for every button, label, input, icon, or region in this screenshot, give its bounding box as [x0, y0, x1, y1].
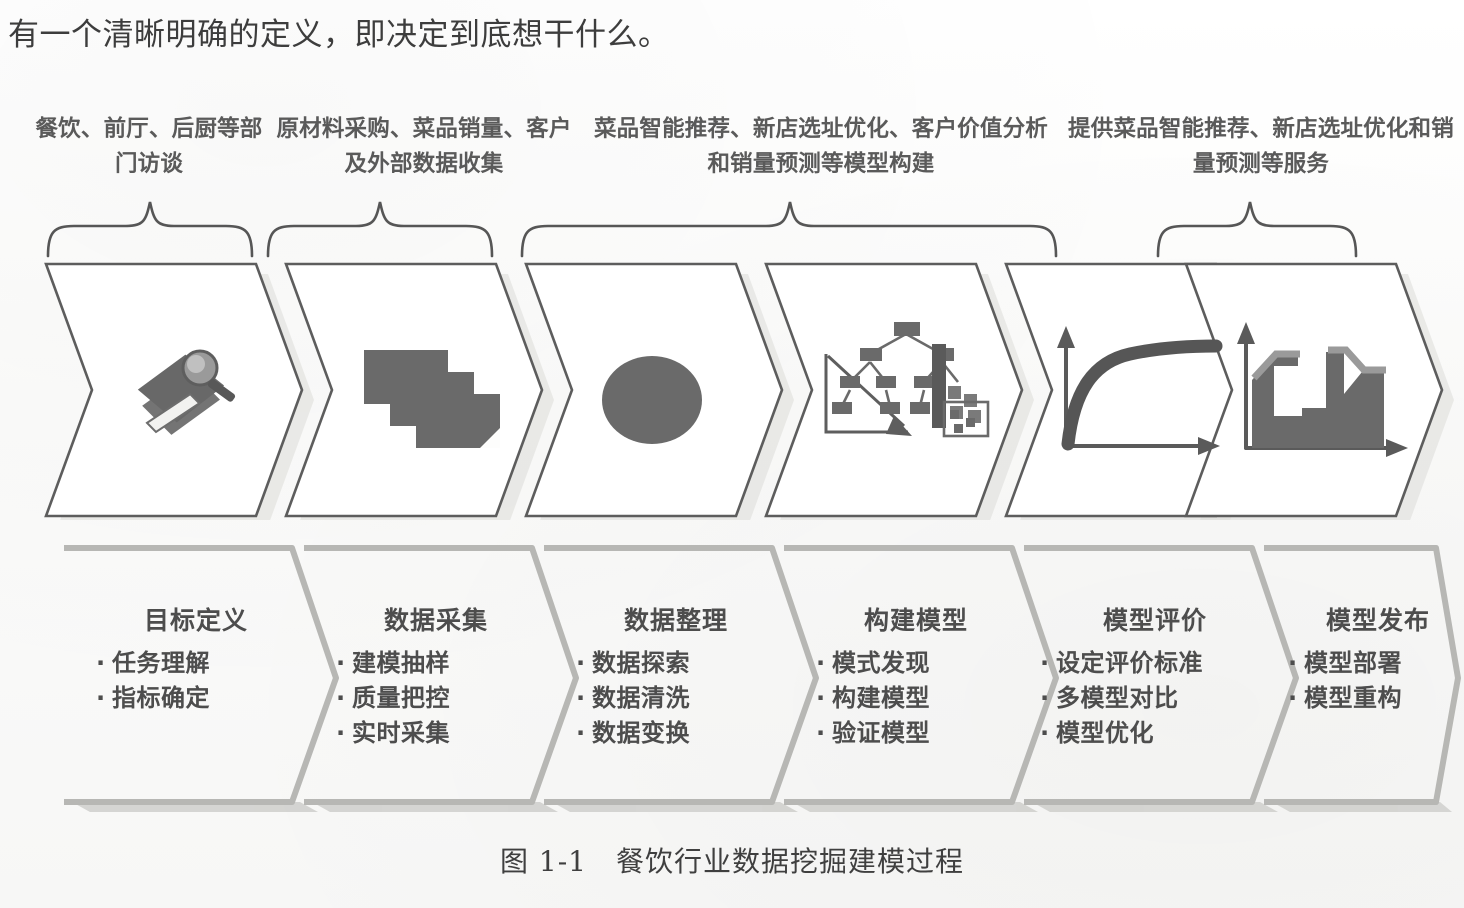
- stage-bullets-3: 数据探索 数据清洗 数据变换: [576, 646, 776, 751]
- chevron-stage-6: [1184, 262, 1444, 518]
- stage-title-3: 数据整理: [623, 606, 728, 635]
- annotation-services: 提供菜品智能推荐、新店选址优化和销量预测等服务: [1068, 116, 1454, 177]
- stage-bullet: 多模型对比: [1040, 681, 1270, 716]
- stage-title-5: 模型评价: [1102, 606, 1207, 635]
- stage-bullet: 数据清洗: [576, 681, 776, 716]
- stage-bullet: 任务理解: [96, 646, 296, 681]
- bar-area-chart-icon: [1237, 322, 1408, 457]
- stage-bullet: 构建模型: [816, 681, 1016, 716]
- brace-services: [1156, 201, 1358, 258]
- brace-data-collection: [266, 201, 494, 258]
- brace-interviews: [46, 201, 254, 258]
- stage-title-1: 目标定义: [143, 606, 248, 635]
- stage-detail-row: 目标定义 任务理解 指标确定 数据采集 建模抽样 质量把控 实时采集 数据整理 …: [0, 536, 1464, 826]
- stage-bullet: 验证模型: [816, 716, 1016, 751]
- intro-paragraph: 有一个清晰明确的定义，即决定到底想干什么。: [8, 17, 670, 53]
- stage-block-6: 模型发布 模型部署 模型重构: [1288, 604, 1464, 716]
- stage-bullet: 模型部署: [1288, 646, 1464, 681]
- chevron-stage-4: [764, 262, 1024, 518]
- stage-bullets-1: 任务理解 指标确定: [96, 646, 296, 716]
- books-magnifier-icon: [137, 349, 236, 435]
- stage-title-2: 数据采集: [383, 606, 488, 635]
- annotation-labels: 餐饮、前厅、后厨等部门访谈 原材料采购、菜品销量、客户及外部数据收集 菜品智能推…: [0, 112, 1464, 196]
- process-chevron-row: [0, 258, 1464, 520]
- stage-bullets-4: 模式发现 构建模型 验证模型: [816, 646, 1016, 751]
- stage-bullets-2: 建模抽样 质量把控 实时采集: [336, 646, 536, 751]
- figure-caption: 图 1-1 餐饮行业数据挖掘建模过程: [500, 845, 964, 878]
- decision-tree-chart-icon: [824, 322, 990, 438]
- stage-bullet: 指标确定: [96, 681, 296, 716]
- stage-block-5: 模型评价 设定评价标准 多模型对比 模型优化: [1040, 604, 1270, 751]
- rising-curve-chart-icon: [1057, 326, 1223, 455]
- ellipse-icon: [602, 356, 702, 444]
- stage-block-1: 目标定义 任务理解 指标确定: [96, 604, 296, 716]
- stage-bullet: 模式发现: [816, 646, 1016, 681]
- annotation-interviews: 餐饮、前厅、后厨等部门访谈: [35, 116, 263, 177]
- stage-bullets-6: 模型部署 模型重构: [1288, 646, 1464, 716]
- annotation-data-collection: 原材料采购、菜品销量、客户及外部数据收集: [276, 116, 572, 177]
- brace-modeling: [520, 201, 1058, 258]
- stage-block-3: 数据整理 数据探索 数据清洗 数据变换: [576, 604, 776, 751]
- stage-title-4: 构建模型: [863, 606, 968, 635]
- stage-title-6: 模型发布: [1325, 606, 1430, 635]
- stage-bullet: 数据变换: [576, 716, 776, 751]
- stage-bullets-5: 设定评价标准 多模型对比 模型优化: [1040, 646, 1270, 751]
- stage-bullet: 实时采集: [336, 716, 536, 751]
- stage-bullet: 质量把控: [336, 681, 536, 716]
- stacked-cards-icon: [364, 350, 500, 448]
- stage-block-4: 构建模型 模式发现 构建模型 验证模型: [816, 604, 1016, 751]
- annotation-modeling: 菜品智能推荐、新店选址优化、客户价值分析和销量预测等模型构建: [593, 116, 1048, 177]
- stage-bullet: 设定评价标准: [1040, 646, 1270, 681]
- stage-bullet: 模型优化: [1040, 716, 1270, 751]
- stage-bullet: 建模抽样: [336, 646, 536, 681]
- stage-bullet: 数据探索: [576, 646, 776, 681]
- brace-group: [0, 196, 1464, 258]
- stage-block-2: 数据采集 建模抽样 质量把控 实时采集: [336, 604, 536, 751]
- stage-bullet: 模型重构: [1288, 681, 1464, 716]
